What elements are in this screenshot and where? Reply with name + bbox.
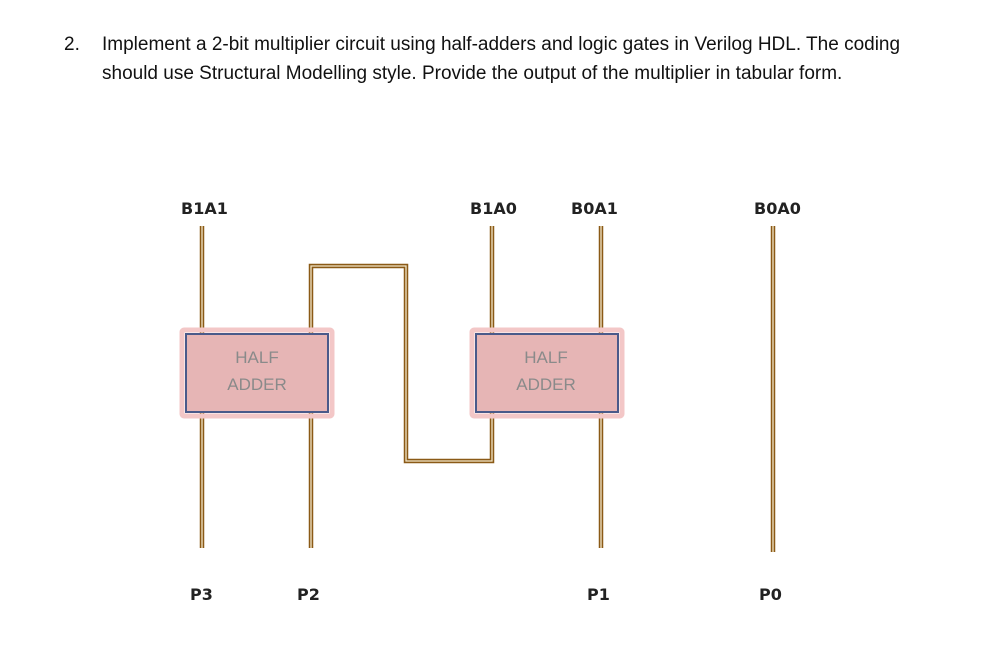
question-block: 2. Implement a 2-bit multiplier circuit … bbox=[64, 30, 934, 88]
half-adder-right: HALF ADDER bbox=[469, 327, 625, 419]
half-adder-right-label-line2: ADDER bbox=[516, 375, 576, 394]
label-b0a0: B0A0 bbox=[754, 199, 801, 218]
label-p1: P1 bbox=[587, 585, 610, 604]
label-p2: P2 bbox=[297, 585, 320, 604]
half-adder-left: HALF ADDER bbox=[179, 327, 335, 419]
half-adder-right-label-line1: HALF bbox=[524, 348, 567, 367]
half-adder-left-label-line2: ADDER bbox=[227, 375, 287, 394]
question-text: Implement a 2-bit multiplier circuit usi… bbox=[102, 34, 901, 84]
half-adder-left-label-line1: HALF bbox=[235, 348, 278, 367]
wire-carry-connection bbox=[308, 263, 495, 464]
question-number: 2. bbox=[64, 34, 80, 55]
wires bbox=[199, 226, 776, 552]
label-p3: P3 bbox=[190, 585, 213, 604]
label-b0a1: B0A1 bbox=[571, 199, 618, 218]
label-b1a0: B1A0 bbox=[470, 199, 517, 218]
label-b1a1: B1A1 bbox=[181, 199, 228, 218]
label-p0: P0 bbox=[759, 585, 782, 604]
